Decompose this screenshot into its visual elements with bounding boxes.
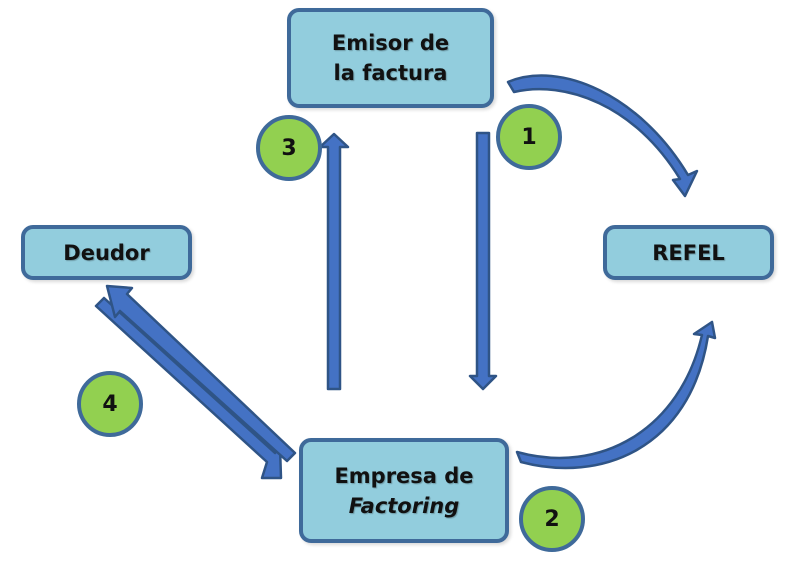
step-badge-1: 1 [496, 104, 562, 170]
step-number: 1 [521, 124, 537, 150]
step-number: 3 [281, 135, 297, 161]
node-deudor: Deudor [21, 225, 192, 280]
node-empresa-line1: Empresa de [334, 463, 474, 488]
node-emisor-de-la-factura: Emisor de la factura [287, 8, 494, 108]
arrow-empresa-to-emisor [318, 132, 350, 391]
arrow-empresa-to-deudor [105, 284, 297, 463]
node-emisor-line2: la factura [333, 61, 448, 85]
node-deudor-label: Deudor [63, 240, 150, 265]
node-empresa-de-factoring: Empresa de Factoring [299, 438, 509, 543]
arrow-emisor-to-empresa [468, 131, 498, 391]
step-badge-4: 4 [77, 371, 143, 437]
node-refel-label: REFEL [652, 240, 725, 265]
node-empresa-line2: Factoring [348, 493, 460, 518]
step-badge-3: 3 [256, 115, 322, 181]
arrow-emisor-to-refel [506, 74, 699, 198]
node-emisor-line1: Emisor de [331, 31, 450, 55]
step-number: 2 [544, 506, 560, 532]
node-refel: REFEL [603, 225, 774, 280]
step-number: 4 [102, 391, 118, 417]
step-badge-2: 2 [519, 486, 585, 552]
arrow-empresa-to-refel [515, 320, 717, 470]
